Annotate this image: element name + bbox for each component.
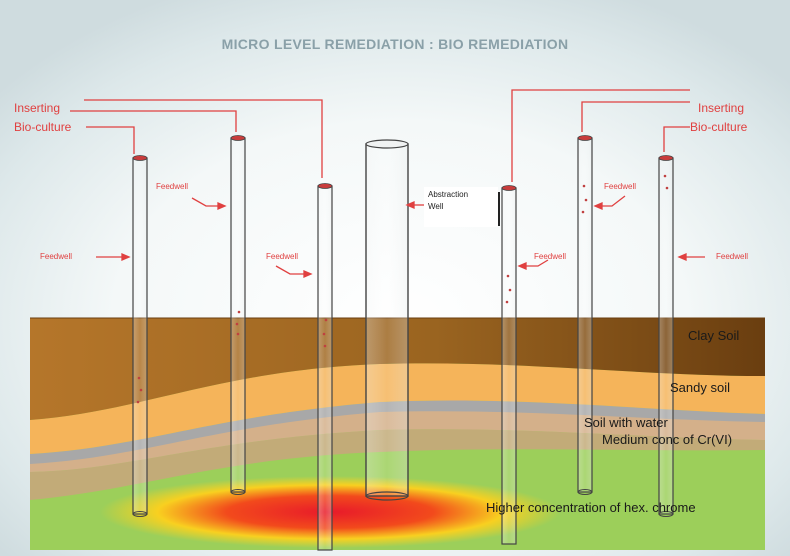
well-right-middle: [577, 135, 593, 495]
feed-label-5: Feedwell: [604, 182, 637, 191]
diagram-title: MICRO LEVEL REMEDIATION : BIO REMEDIATIO…: [221, 36, 569, 52]
feed-label-1: Feedwell: [40, 252, 73, 261]
layer-label-medium: Medium conc of Cr(VI): [602, 432, 733, 447]
arrow-abstraction: [405, 201, 424, 209]
arrow-feed-2: [191, 197, 227, 210]
layer-label-water: Soil with water: [584, 415, 668, 430]
connector-right-bottom: [663, 126, 690, 152]
well-right-outer: [658, 155, 674, 517]
well-left-middle: [230, 135, 246, 495]
well-group: [132, 135, 674, 551]
layer-label-high: Higher concentration of hex. chrome: [486, 500, 696, 515]
arrow-feed-5: [593, 195, 626, 210]
feed-label-6: Feedwell: [716, 252, 749, 261]
connector-right-top: [511, 89, 690, 182]
layer-label-clay: Clay Soil: [688, 328, 740, 343]
well-left-outer: [132, 155, 148, 517]
arrow-feed-1: [96, 253, 131, 261]
connector-left-top: [84, 99, 323, 178]
well-right-inner: [501, 185, 517, 545]
arrow-feed-6: [677, 253, 705, 261]
feed-label-3: Feedwell: [266, 252, 299, 261]
feed-arrows: [96, 195, 705, 278]
well-left-inner: [317, 183, 333, 551]
insert-label-left-2: Bio-culture: [14, 120, 72, 134]
water-layer: [30, 400, 765, 464]
abstraction-label-line-1: Abstraction: [428, 190, 469, 199]
connector-left-bottom: [86, 126, 135, 154]
arrow-feed-4: [517, 259, 549, 270]
abstraction-well-label: Abstraction Well: [424, 187, 498, 227]
insert-label-left-1: Inserting: [14, 101, 61, 115]
arrow-feed-3: [275, 265, 313, 278]
feed-label-4: Feedwell: [534, 252, 567, 261]
insert-connectors: [70, 89, 690, 182]
abstraction-bracket: [497, 192, 500, 226]
insert-label-right-2: Bio-culture: [690, 120, 748, 134]
connector-right-middle: [581, 101, 690, 132]
abstraction-label-line-2: Well: [428, 202, 444, 211]
insert-label-right-1: Inserting: [698, 101, 745, 115]
abstraction-well: [365, 139, 409, 501]
feed-label-2: Feedwell: [156, 182, 189, 191]
connector-left-middle: [70, 110, 237, 132]
layer-label-sandy: Sandy soil: [670, 380, 730, 395]
